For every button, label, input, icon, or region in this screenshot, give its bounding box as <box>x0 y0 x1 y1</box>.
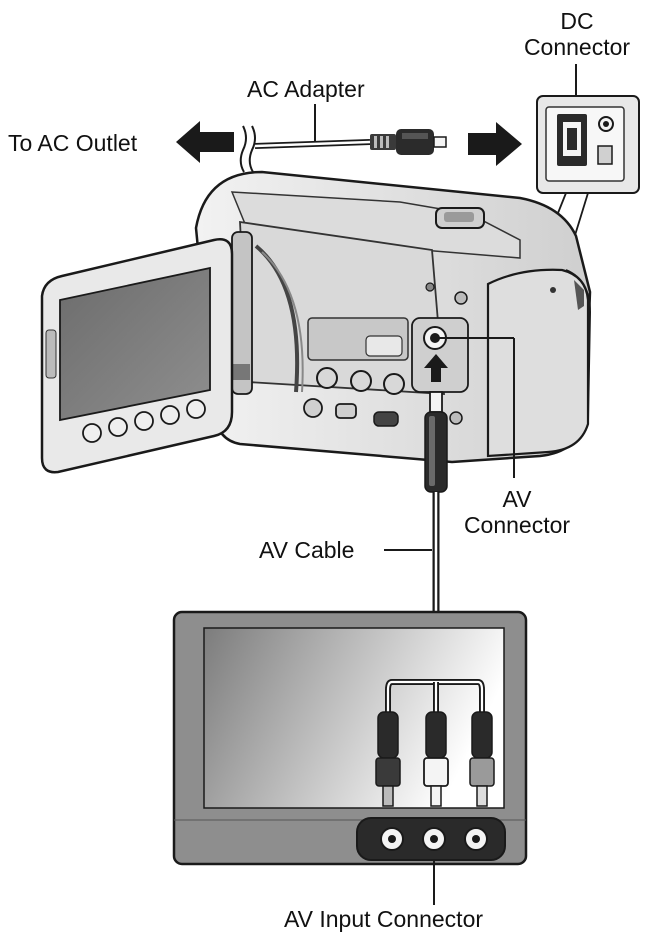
av-connector-label: AV Connector <box>463 486 571 538</box>
rca-split <box>375 679 495 807</box>
ac-adapter-label: AC Adapter <box>247 76 365 102</box>
arrow-up-icon <box>424 354 448 382</box>
av-cable <box>384 337 515 682</box>
ac-adapter-cable <box>239 104 371 173</box>
arrow-right-icon <box>468 122 522 166</box>
dc-connector-inset <box>536 64 640 259</box>
av-cable-label: AV Cable <box>259 537 355 563</box>
to-ac-outlet-label: To AC Outlet <box>8 130 138 156</box>
dc-plug <box>370 129 447 155</box>
arrow-left-icon <box>176 121 234 163</box>
dc-connector-label: DC Connector <box>523 8 631 60</box>
av-input-connector-label: AV Input Connector <box>284 906 484 932</box>
camcorder <box>40 170 592 474</box>
